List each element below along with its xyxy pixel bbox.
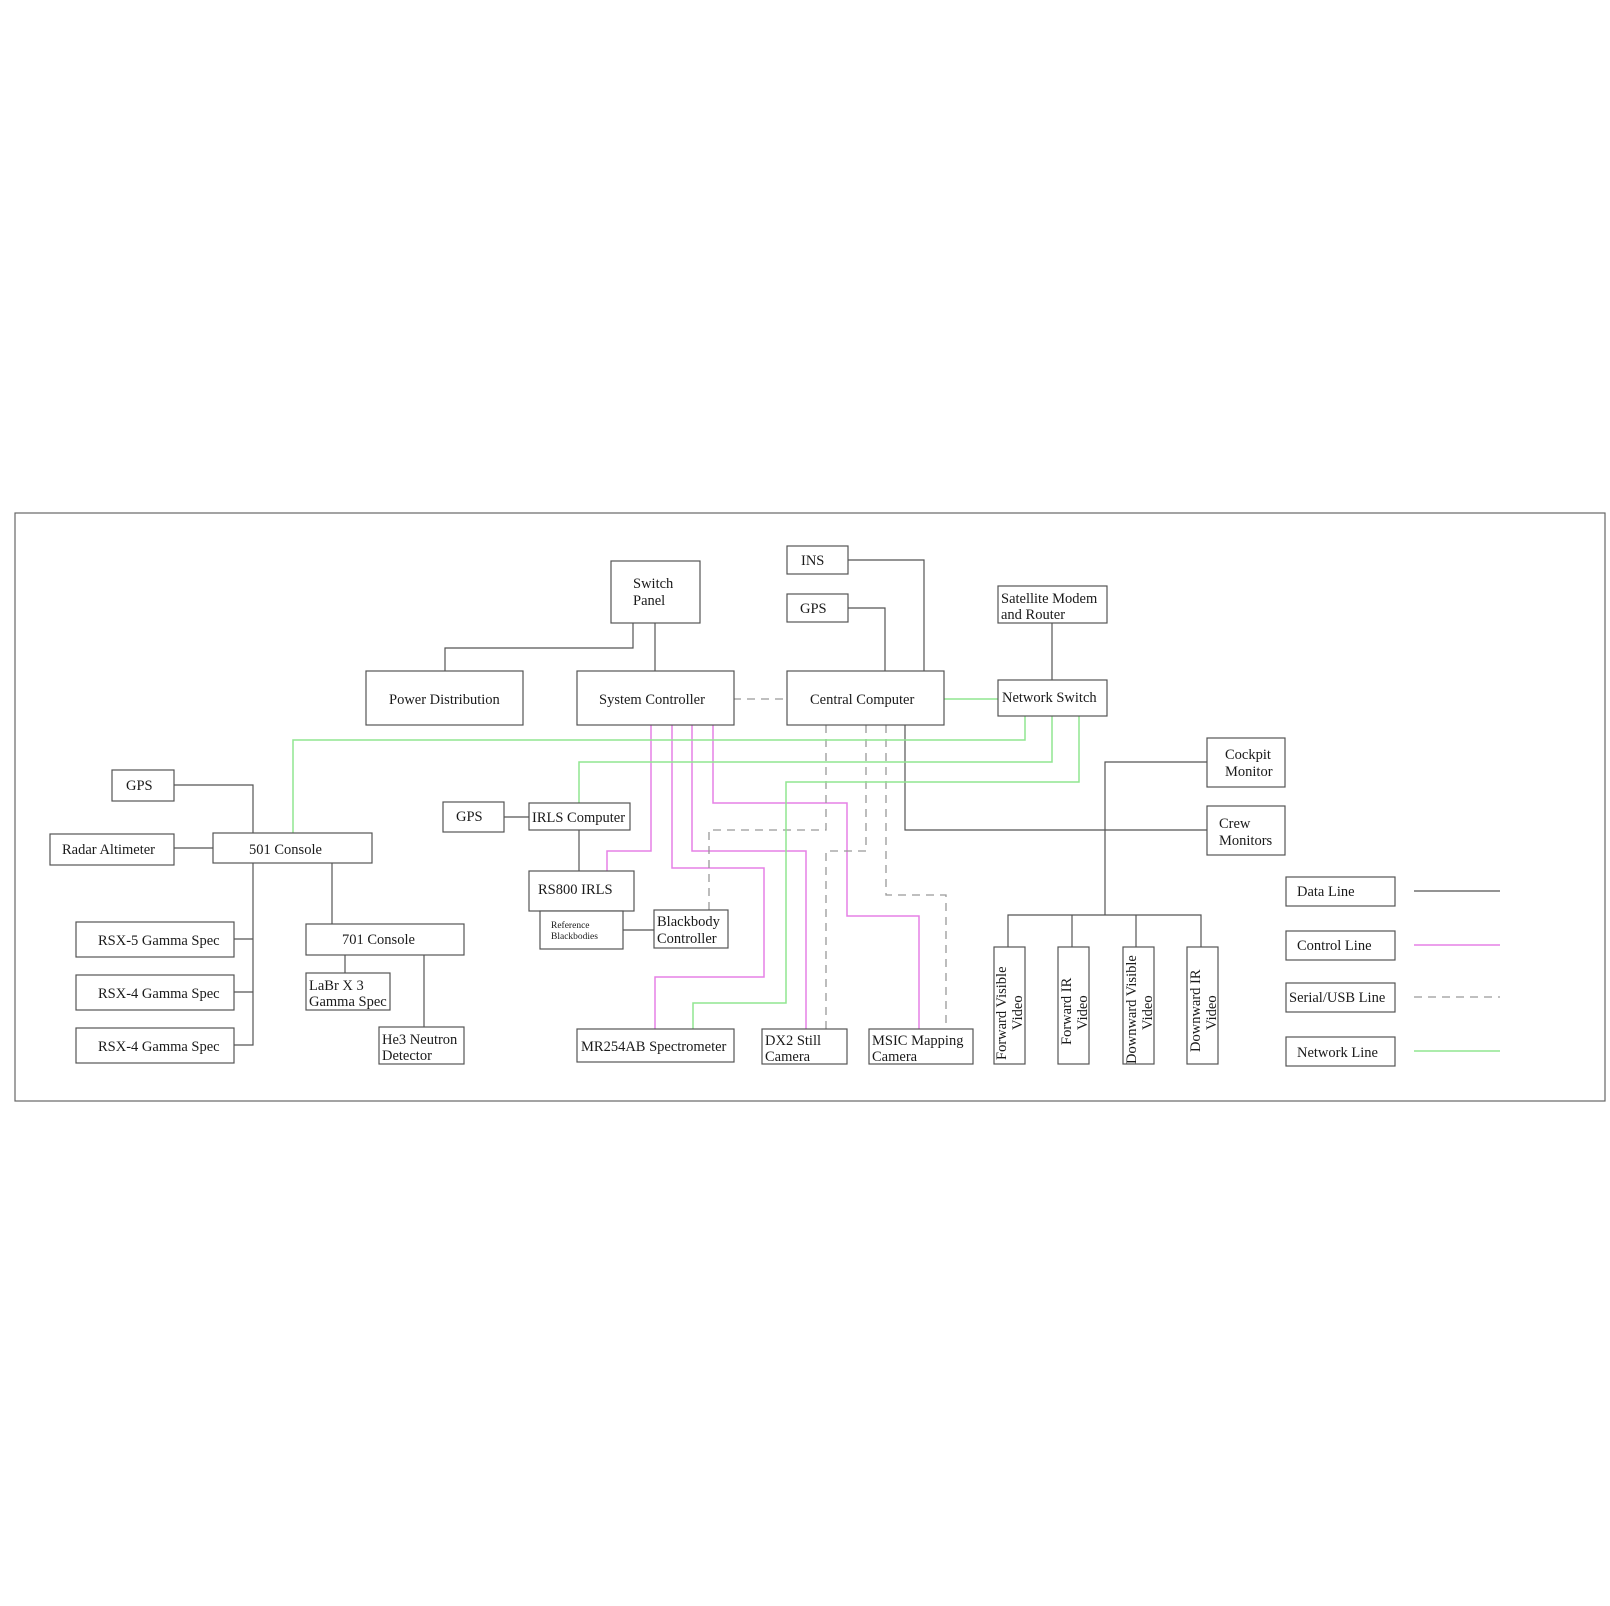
svg-text:Forward IR: Forward IR: [1059, 977, 1075, 1045]
svg-text:Switch: Switch: [633, 576, 674, 592]
labr-node: LaBr X 3 Gamma Spec: [305, 972, 391, 1011]
legend-item-network: Network Line: [1285, 1036, 1500, 1067]
dx2-node: DX2 Still Camera: [761, 1028, 848, 1065]
down-visible-node: Downward Visible Video: [1122, 946, 1156, 1065]
ins-node: INS: [786, 545, 849, 575]
msic-node: MSIC Mapping Camera: [868, 1028, 974, 1065]
svg-text:Camera: Camera: [872, 1049, 918, 1065]
svg-text:LaBr X 3: LaBr X 3: [309, 978, 364, 994]
rs800-irls-node: RS800 IRLS: [528, 870, 635, 912]
rsx4a-node: RSX-4 Gamma Spec: [75, 974, 235, 1011]
data-lines: [174, 559, 1207, 1046]
svg-text:Detector: Detector: [382, 1048, 432, 1064]
svg-text:INS: INS: [801, 553, 824, 569]
fwd-visible-node: Forward Visible Video: [993, 946, 1026, 1065]
network-switch-node: Network Switch: [997, 679, 1108, 717]
svg-text:IRLS Computer: IRLS Computer: [532, 810, 625, 826]
svg-text:Reference: Reference: [551, 920, 590, 931]
svg-text:RSX-4 Gamma Spec: RSX-4 Gamma Spec: [98, 1039, 220, 1055]
legend-item-serial: Serial/USB Line: [1285, 982, 1500, 1013]
svg-text:He3 Neutron: He3 Neutron: [382, 1032, 458, 1048]
svg-text:Video: Video: [1204, 995, 1220, 1030]
svg-text:Monitors: Monitors: [1219, 833, 1273, 849]
svg-text:Controller: Controller: [657, 931, 717, 947]
svg-text:501 Console: 501 Console: [249, 842, 322, 858]
console-701-node: 701 Console: [305, 923, 465, 956]
svg-text:MR254AB Spectrometer: MR254AB Spectrometer: [581, 1039, 727, 1055]
svg-text:Control Line: Control Line: [1297, 938, 1372, 954]
svg-text:Network Line: Network Line: [1297, 1045, 1378, 1061]
gps-top-node: GPS: [786, 593, 849, 623]
legend-item-control: Control Line: [1285, 930, 1500, 961]
system-controller-node: System Controller: [576, 670, 735, 726]
svg-text:and Router: and Router: [1001, 607, 1065, 623]
svg-text:Video: Video: [1010, 995, 1026, 1030]
legend-item-data: Data Line: [1285, 876, 1500, 907]
network-lines: [292, 698, 1080, 1029]
svg-text:DX2 Still: DX2 Still: [765, 1033, 821, 1049]
fwd-ir-node: Forward IR Video: [1057, 946, 1091, 1065]
svg-text:System Controller: System Controller: [599, 692, 705, 708]
svg-text:701 Console: 701 Console: [342, 932, 415, 948]
serial-lines: [708, 698, 947, 1029]
svg-text:Forward Visible: Forward Visible: [994, 966, 1010, 1060]
gps-mid-node: GPS: [442, 801, 505, 833]
diagram-frame: [14, 512, 1606, 1102]
gps-left-node: GPS: [111, 769, 175, 802]
control-lines: [606, 725, 920, 1029]
svg-text:MSIC Mapping: MSIC Mapping: [872, 1033, 963, 1049]
satellite-modem-node: Satellite Modem and Router: [997, 585, 1108, 624]
svg-text:Panel: Panel: [633, 593, 665, 609]
svg-text:Serial/USB Line: Serial/USB Line: [1289, 990, 1385, 1006]
rsx4b-node: RSX-4 Gamma Spec: [75, 1027, 235, 1064]
svg-text:RSX-4 Gamma Spec: RSX-4 Gamma Spec: [98, 986, 220, 1002]
power-distribution-node: Power Distribution: [365, 670, 524, 726]
svg-text:Downward IR: Downward IR: [1188, 969, 1204, 1052]
crew-monitors-node: Crew Monitors: [1206, 805, 1286, 856]
svg-text:Data Line: Data Line: [1297, 884, 1355, 900]
switch-panel-node: Switch Panel: [610, 560, 701, 624]
svg-text:RSX-5 Gamma Spec: RSX-5 Gamma Spec: [98, 933, 220, 949]
svg-text:Power Distribution: Power Distribution: [389, 692, 501, 708]
svg-text:Blackbody: Blackbody: [657, 914, 721, 930]
svg-text:Blackbodies: Blackbodies: [551, 932, 598, 942]
blackbody-controller-node: Blackbody Controller: [653, 909, 729, 949]
svg-text:Cockpit: Cockpit: [1225, 747, 1271, 763]
svg-text:Camera: Camera: [765, 1049, 811, 1065]
svg-text:Gamma Spec: Gamma Spec: [309, 994, 387, 1010]
svg-text:GPS: GPS: [126, 778, 153, 794]
svg-text:RS800 IRLS: RS800 IRLS: [538, 882, 613, 898]
svg-text:GPS: GPS: [800, 601, 827, 617]
irls-computer-node: IRLS Computer: [528, 802, 631, 831]
svg-text:Downward Visible: Downward Visible: [1124, 955, 1140, 1064]
he3-node: He3 Neutron Detector: [378, 1026, 465, 1065]
rsx5-node: RSX-5 Gamma Spec: [75, 921, 235, 958]
central-computer-node: Central Computer: [786, 670, 945, 726]
svg-text:Radar Altimeter: Radar Altimeter: [62, 842, 155, 858]
svg-text:Central Computer: Central Computer: [810, 692, 914, 708]
svg-text:Network Switch: Network Switch: [1002, 690, 1097, 706]
reference-blackbodies-node: Reference Blackbodies: [539, 910, 624, 950]
svg-text:Video: Video: [1140, 995, 1156, 1030]
svg-text:GPS: GPS: [456, 809, 483, 825]
console-501-node: 501 Console: [212, 832, 373, 864]
radar-altimeter-node: Radar Altimeter: [49, 833, 175, 866]
svg-text:Video: Video: [1075, 995, 1091, 1030]
svg-text:Monitor: Monitor: [1225, 764, 1273, 780]
legend: Data Line Control Line Serial/USB Line N…: [1285, 876, 1500, 1067]
cockpit-monitor-node: Cockpit Monitor: [1206, 737, 1286, 788]
svg-text:Satellite Modem: Satellite Modem: [1001, 591, 1098, 607]
mr254ab-node: MR254AB Spectrometer: [576, 1028, 735, 1063]
svg-text:Crew: Crew: [1219, 816, 1251, 832]
down-ir-node: Downward IR Video: [1186, 946, 1220, 1065]
